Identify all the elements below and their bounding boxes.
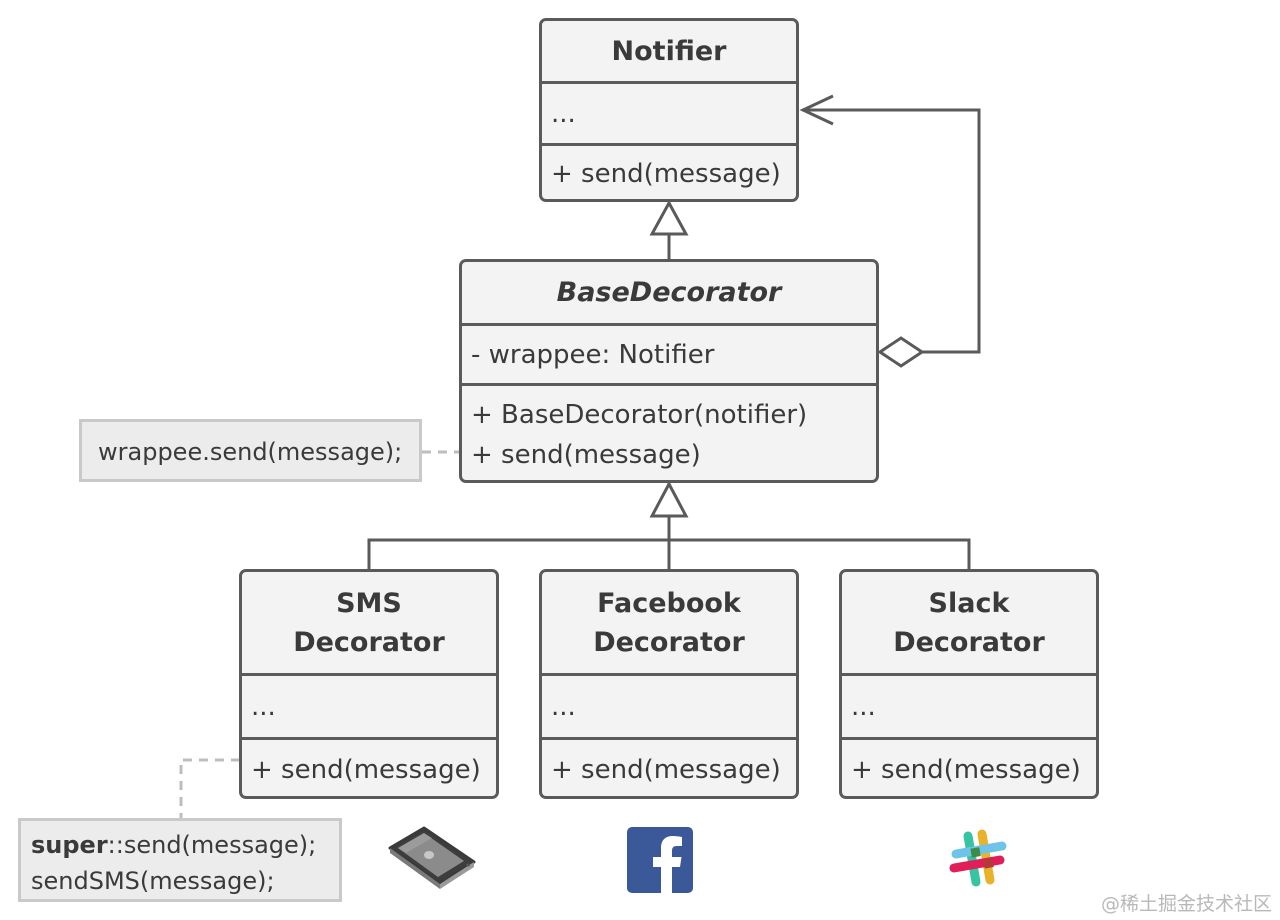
aggregation-diamond [877, 336, 925, 368]
base-decorator-class: BaseDecorator - wrappee: Notifier + Base… [459, 259, 879, 483]
sms-decorator-fields: ... [251, 691, 276, 722]
notifier-class: Notifier ... + send(message) [539, 18, 799, 202]
smartphone-icon [388, 826, 476, 889]
facebook-decorator-methods-section: + send(message) [542, 737, 796, 796]
facebook-decorator-method-send: + send(message) [551, 754, 781, 785]
note-sms-decorator-send: super::send(message); sendSMS(message); [18, 818, 342, 902]
facebook-icon [627, 827, 693, 893]
inheritance-branch [367, 538, 971, 570]
slack-decorator-method-send: + send(message) [851, 754, 1081, 785]
facebook-decorator-fields: ... [551, 691, 576, 722]
notifier-title: Notifier [611, 35, 727, 67]
sms-decorator-title-section: SMS Decorator [242, 572, 496, 673]
facebook-decorator-title-line-2: Decorator [593, 626, 745, 658]
sms-decorator-method-send: + send(message) [251, 754, 481, 785]
slack-decorator-fields-section: ... [842, 673, 1096, 737]
aggregation-arrowhead-open [799, 94, 834, 126]
note-base-decorator-send: wrappee.send(message); [79, 419, 422, 482]
sms-decorator-fields-section: ... [242, 673, 496, 737]
notifier-title-section: Notifier [542, 21, 796, 81]
note-sms-line-1: super::send(message); [31, 827, 339, 863]
base-decorator-method-send: + send(message) [471, 439, 701, 470]
facebook-decorator-fields-section: ... [542, 673, 796, 737]
inheritance-arrowhead-notifier [649, 199, 689, 236]
note-sms-connector [179, 758, 240, 820]
notifier-fields: ... [551, 98, 576, 129]
aggregation-line-wrappee [803, 108, 981, 354]
watermark: @稀土掘金技术社区 [1100, 893, 1272, 915]
sms-decorator-methods-section: + send(message) [242, 737, 496, 796]
base-decorator-fields-section: - wrappee: Notifier [462, 323, 876, 383]
notifier-methods-section: + send(message) [542, 143, 796, 199]
note-sms-line-2: sendSMS(message); [31, 867, 275, 895]
notifier-fields-section: ... [542, 81, 796, 143]
note-sms-line-1-rest: ::send(message); [107, 831, 317, 859]
facebook-decorator-title-section: Facebook Decorator [542, 572, 796, 673]
facebook-decorator-class: Facebook Decorator ... + send(message) [539, 569, 799, 799]
sms-decorator-title-line-1: SMS [336, 587, 402, 619]
slack-icon [949, 829, 1007, 887]
slack-decorator-title-line-2: Decorator [893, 626, 1045, 658]
base-decorator-title: BaseDecorator [556, 277, 782, 308]
note-base-text: wrappee.send(message); [98, 438, 403, 466]
slack-decorator-fields: ... [851, 691, 876, 722]
slack-decorator-title-line-1: Slack [928, 587, 1010, 619]
notifier-method-send: + send(message) [551, 159, 781, 189]
facebook-decorator-title-line-1: Facebook [597, 587, 741, 619]
base-decorator-title-section: BaseDecorator [462, 262, 876, 323]
sms-decorator-title-line-2: Decorator [293, 626, 445, 658]
inheritance-arrowhead-basedecorator [649, 480, 689, 518]
base-decorator-methods-section: + BaseDecorator(notifier) + send(message… [462, 383, 876, 480]
sms-decorator-class: SMS Decorator ... + send(message) [239, 569, 499, 799]
base-decorator-method-constructor: + BaseDecorator(notifier) [471, 399, 808, 430]
note-sms-keyword-super: super [31, 831, 108, 859]
slack-decorator-class: Slack Decorator ... + send(message) [839, 569, 1099, 799]
slack-decorator-title-section: Slack Decorator [842, 572, 1096, 673]
base-decorator-field-wrappee: - wrappee: Notifier [471, 339, 715, 370]
slack-decorator-methods-section: + send(message) [842, 737, 1096, 796]
